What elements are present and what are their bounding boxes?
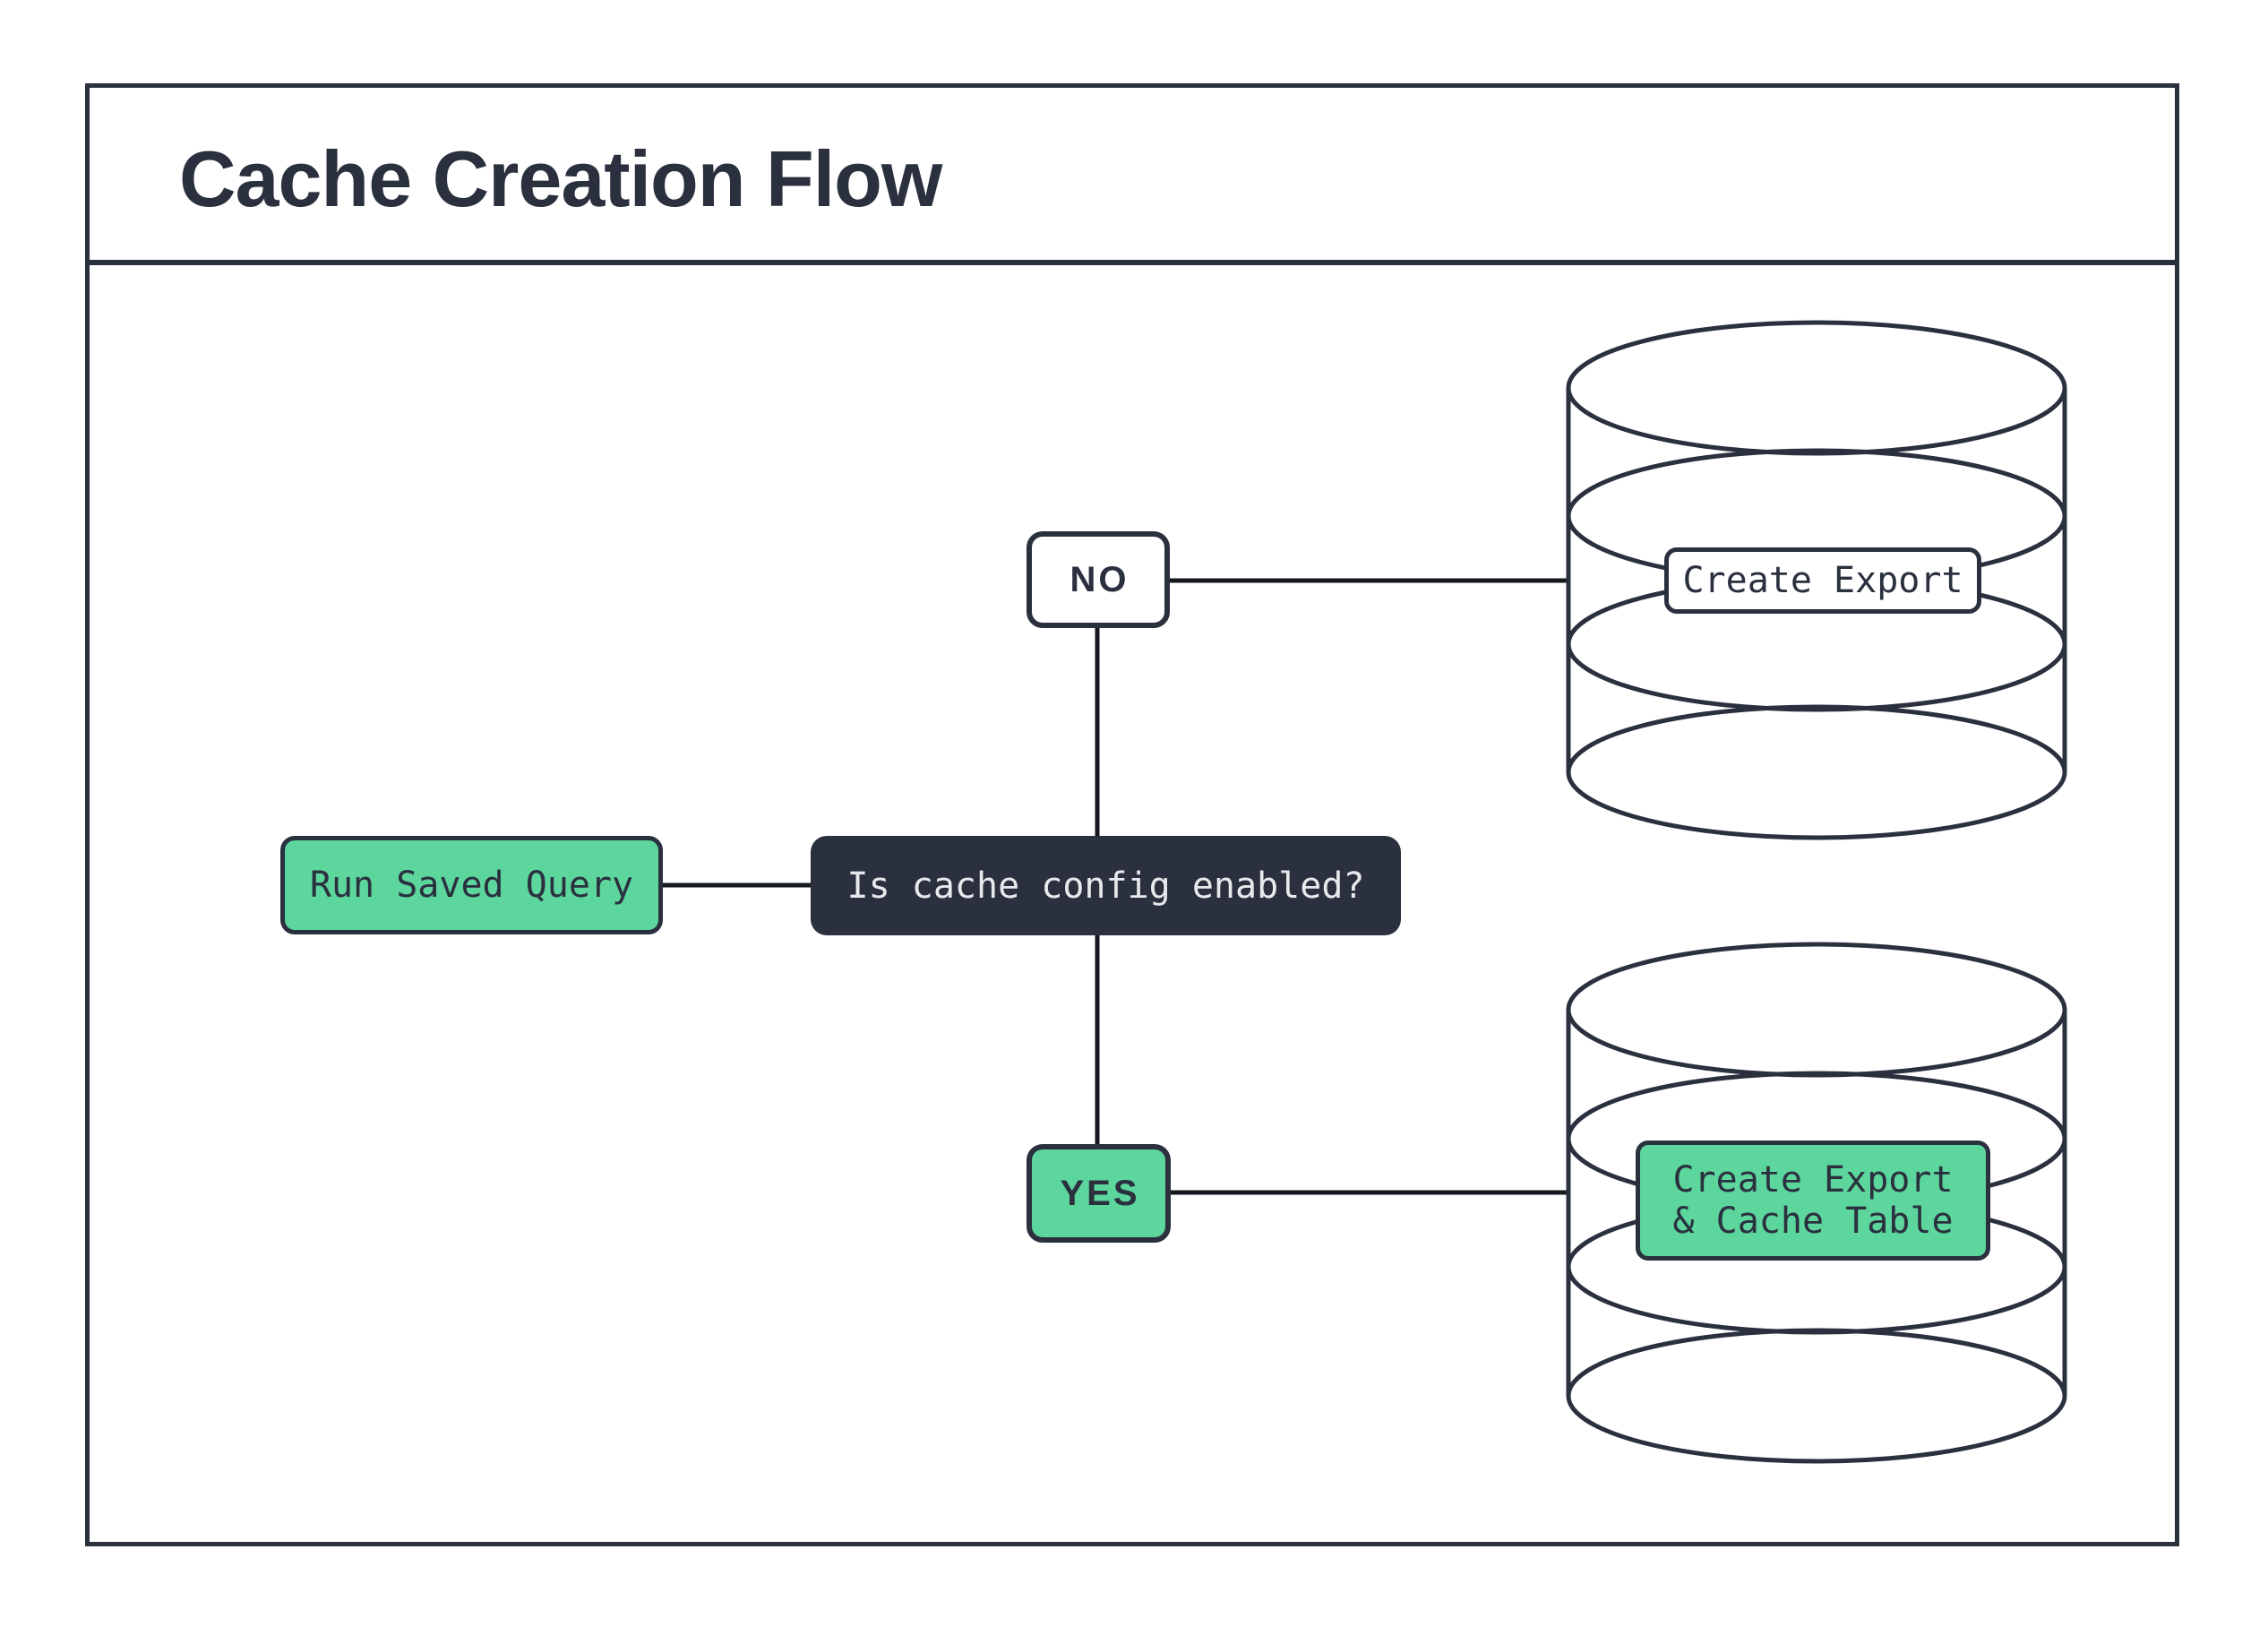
node-branch-no: NO [1027,531,1170,628]
node-label: NO [1070,559,1130,599]
node-run-saved-query: Run Saved Query [280,836,663,934]
cylinder-top-disc [1566,942,2067,1078]
node-branch-yes: YES [1027,1144,1171,1243]
node-label: YES [1060,1173,1140,1213]
db-label-text-line1: Create Export [1672,1159,1954,1201]
node-label: Is cache config enabled? [846,865,1365,907]
header-divider [85,260,2179,265]
database-icon-export-cache [1566,942,2067,1464]
diagram-frame [85,83,2179,1546]
cylinder-disc [1566,704,2067,840]
edge-lines [663,578,1570,1195]
node-label: Run Saved Query [309,865,634,906]
node-decision-cache-config: Is cache config enabled? [811,836,1401,935]
db-label-text-line2: & Cache Table [1672,1201,1954,1242]
db-label-create-export: Create Export [1664,547,1981,614]
db-label-create-export-cache-table: Create Export & Cache Table [1636,1141,1990,1261]
cylinder-disc [1566,1328,2067,1464]
cylinder-top-disc [1566,320,2067,456]
database-icon-export [1566,320,2067,840]
page-title: Cache Creation Flow [179,134,942,223]
db-label-text: Create Export [1682,560,1963,601]
